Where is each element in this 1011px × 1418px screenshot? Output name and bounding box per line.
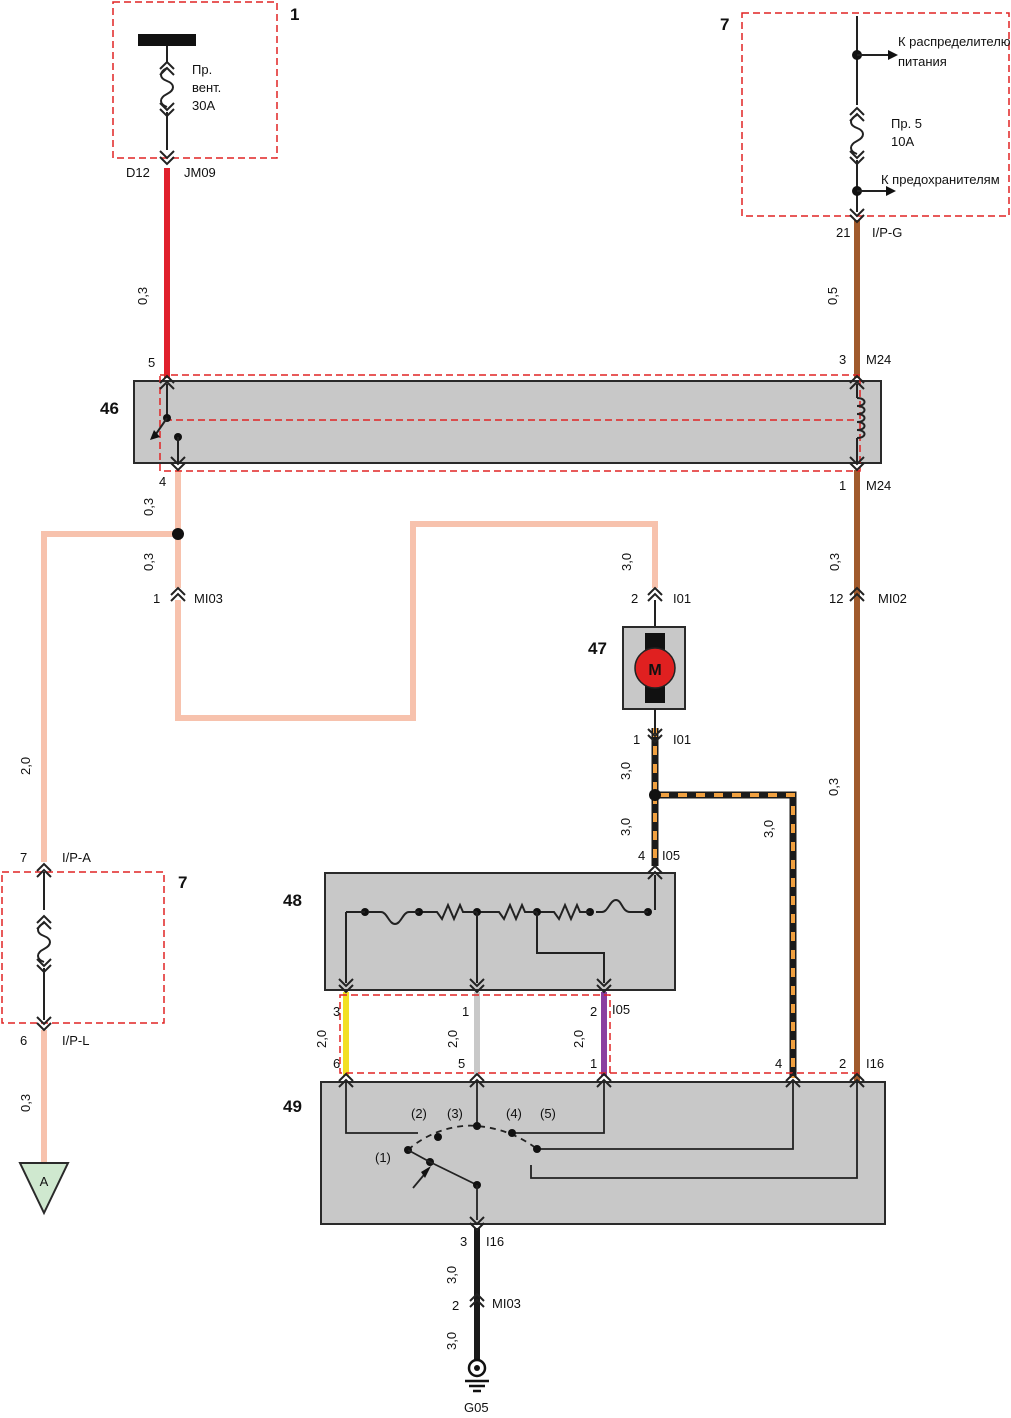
wire-size-brown-low: 0,3 [826,778,841,796]
component-1-number: 1 [290,5,299,24]
ground-symbol-icon [465,1358,489,1393]
connector-49-pin2: 2 [839,1056,846,1071]
pink-wire-left [41,531,178,862]
wire-size-pink-46: 0,3 [141,498,156,516]
wire-size-gray: 2,0 [445,1030,460,1048]
component-48-resistor-block: 48 [283,865,676,993]
switch-position-1: (1) [375,1150,391,1165]
fuse-label-line2: вент. [192,80,221,95]
fuse-label-line3: 30A [192,98,215,113]
wire-size-pink-mi03: 0,3 [141,553,156,571]
wire-size-brown-mi02: 0,3 [827,553,842,571]
wire-size-pink-a: 0,3 [18,1094,33,1112]
wire-size-bo-right: 3,0 [761,820,776,838]
wire-size-bo-i01: 3,0 [618,762,633,780]
to-fuses-label: К предохранителям [881,172,1000,187]
connector-49-pin4: 4 [775,1056,782,1071]
ground-flag-a: A [18,1162,70,1216]
connector-i16-bottom: I16 [486,1234,504,1249]
connector-49-pin1: 1 [590,1056,597,1071]
connector-49-pin6: 6 [333,1056,340,1071]
splice-pink [172,528,184,540]
component-1-fan-fuse: 1 Пр. вент. 30A [112,1,299,165]
fuse5-label: Пр. 5 [891,116,922,131]
connector-i01-pin2: 2 [631,591,638,606]
component-49-fan-switch: (1) (2) (3) (4) (5) 49 [283,1073,886,1231]
connector-46-pin5: 5 [148,355,155,370]
wire-size-brown-top: 0,5 [825,287,840,305]
connector-ip-a: I/P-A [62,850,91,865]
connector-46-pin1: 1 [839,478,846,493]
striped-wire-motor-switch [651,728,797,1078]
connector-46-pin3: 3 [839,352,846,367]
switch-position-4: (4) [506,1106,522,1121]
connector-49-pin5: 5 [458,1056,465,1071]
component-46-relay: 46 [100,374,882,472]
connector-48-pin2: 2 [590,1004,597,1019]
connector-mi03-bottom: MI03 [492,1296,521,1311]
connector-ip-a-pin7: 7 [20,850,27,865]
connector-48-pin3: 3 [333,1004,340,1019]
connector-mi03-top: MI03 [194,591,223,606]
component-7-fuse-box-top: 7 К распределителю питания Пр. 5 10A К п… [720,12,1011,223]
connector-21: 21 [836,225,850,240]
switch-position-5: (5) [540,1106,556,1121]
connector-i01-pin1: 1 [633,732,640,747]
wire-size-bo-i05: 3,0 [618,818,633,836]
connector-46-pin4: 4 [159,474,166,489]
splice-striped [649,789,661,801]
to-distributor-label: К распределителю [898,34,1011,49]
connector-mi02: MI02 [878,591,907,606]
connector-i05-bottom: I05 [612,1002,630,1017]
wire-size-pink-i01: 3,0 [619,553,634,571]
connector-i05-pin4: 4 [638,848,645,863]
ground-flag-a-label: A [40,1174,49,1189]
connector-jm09: JM09 [184,165,216,180]
wire-size-pink-left: 2,0 [18,757,33,775]
connector-i05-i16-outline [339,994,611,1074]
to-distributor-label-2: питания [898,54,947,69]
connector-48-pin1: 1 [462,1004,469,1019]
switch-position-3: (3) [447,1106,463,1121]
connector-i16-top: I16 [866,1056,884,1071]
component-46-number: 46 [100,399,119,418]
pink-wire-loop [175,521,658,721]
component-7-bottom-number: 7 [178,873,187,892]
component-47-fan-motor: M 47 [588,600,686,743]
connector-ip-l: I/P-L [62,1033,89,1048]
connector-d12: D12 [126,165,150,180]
connector-i01-top: I01 [673,591,691,606]
connector-m24-top: M24 [866,352,891,367]
motor-label: M [648,662,661,679]
connector-m24-bottom: M24 [866,478,891,493]
wire-size-ground2: 3,0 [444,1332,459,1350]
component-49-number: 49 [283,1097,302,1116]
connector-ip-l-pin6: 6 [20,1033,27,1048]
motor-icon [634,647,676,689]
ground-g05-label: G05 [464,1400,489,1415]
component-7-top-number: 7 [720,15,729,34]
connector-mi03-pin1: 1 [153,591,160,606]
wire-size-yellow: 2,0 [314,1030,329,1048]
connector-mi03-pin2: 2 [452,1298,459,1313]
wire-size-red: 0,3 [135,287,150,305]
component-7-fuse-box-bottom: 7 [1,863,187,1031]
fuse5-rating: 10A [891,134,914,149]
connector-ip-g: I/P-G [872,225,902,240]
fuse-label-line1: Пр. [192,62,212,77]
component-47-number: 47 [588,639,607,658]
switch-position-2: (2) [411,1106,427,1121]
component-48-number: 48 [283,891,302,910]
connector-i01-bottom: I01 [673,732,691,747]
wire-size-ground1: 3,0 [444,1266,459,1284]
wire-size-purple: 2,0 [571,1030,586,1048]
connector-i16-pin3: 3 [460,1234,467,1249]
connector-mi02-pin12: 12 [829,591,843,606]
connector-i05-top: I05 [662,848,680,863]
